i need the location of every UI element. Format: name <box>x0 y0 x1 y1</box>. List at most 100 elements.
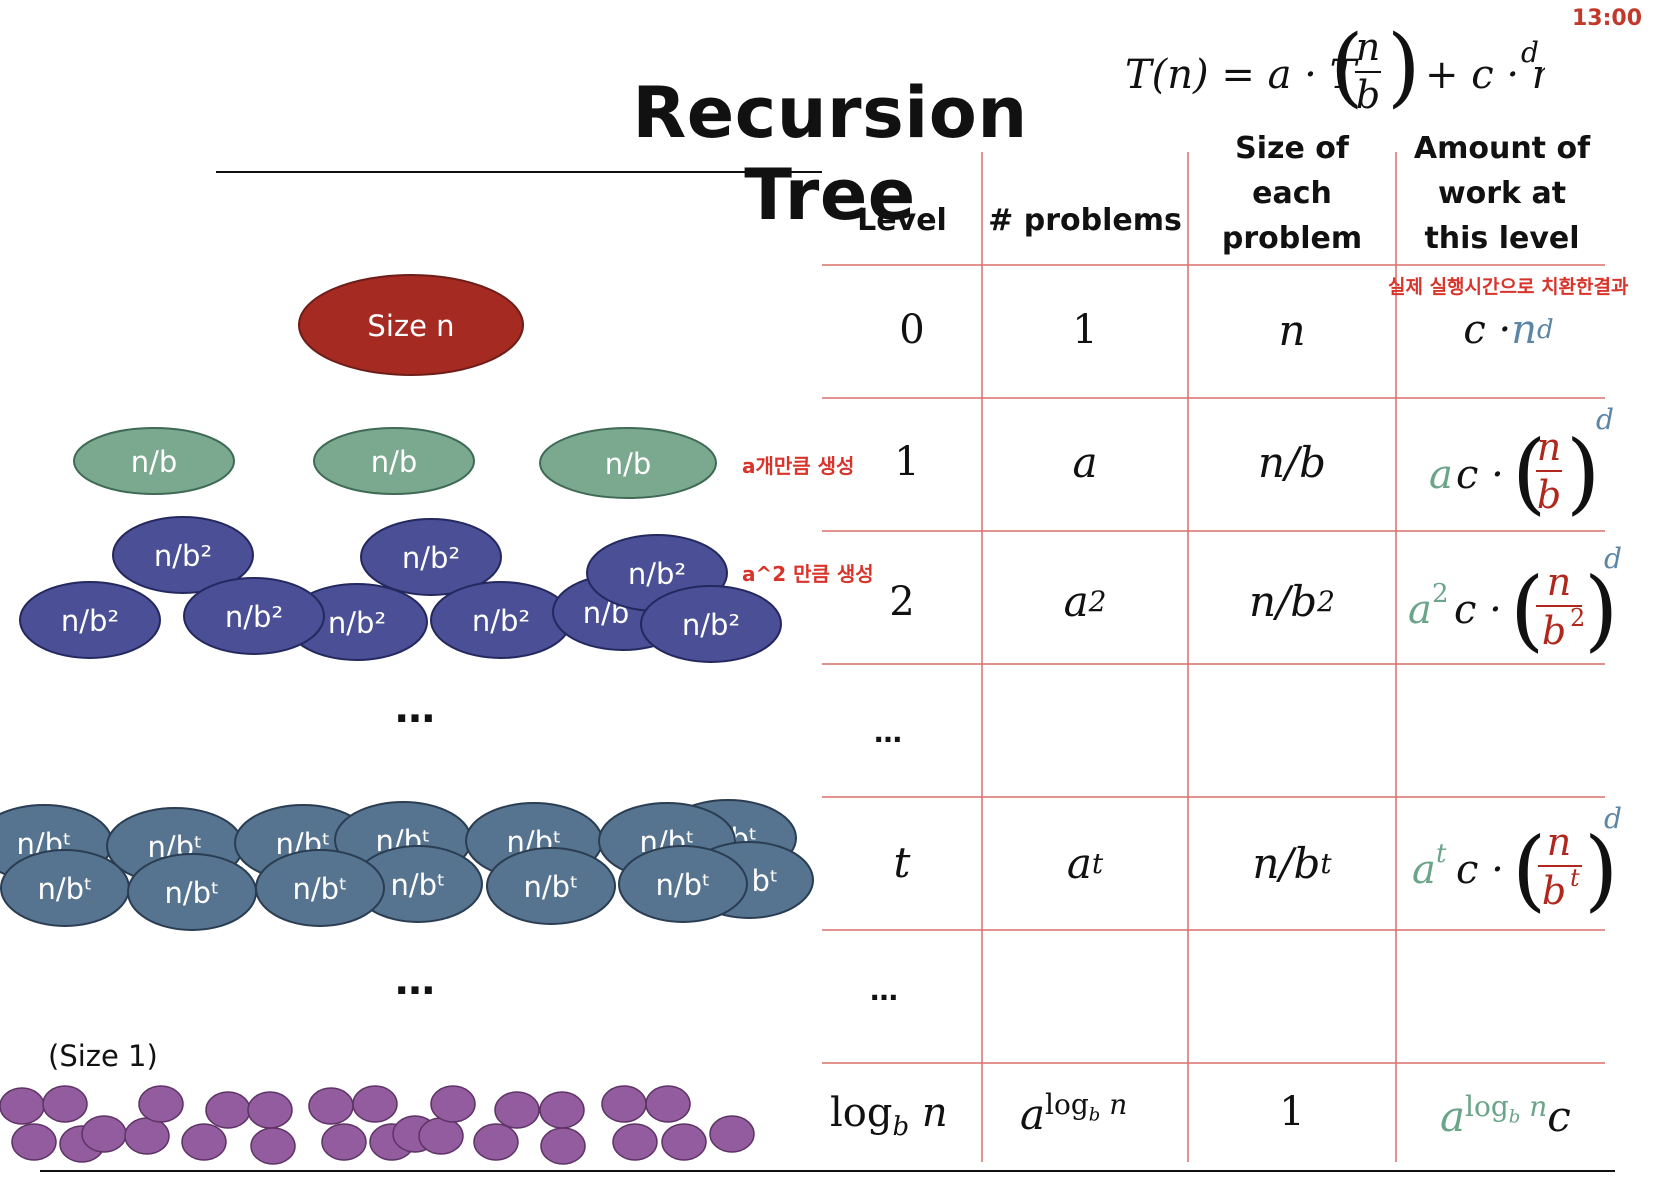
recurrence-lparen: ( <box>1330 17 1364 117</box>
row4-work-rparen: ) <box>1584 818 1618 921</box>
row2-problems-base: a <box>1063 576 1089 626</box>
row6-work-c: c <box>1547 1092 1571 1141</box>
row4-work: a t c · ( n b t ) d <box>1412 802 1621 921</box>
svg-text:n/b²: n/b² <box>225 600 283 634</box>
row4-work-a-exp: t <box>1436 839 1447 869</box>
row4-problems-base: a <box>1066 838 1092 888</box>
row2-work-frac-den: b <box>1542 609 1566 653</box>
row0-work-n: n <box>1511 307 1537 353</box>
header-size-line3: problem <box>1221 221 1363 256</box>
row1-level: 1 <box>894 439 920 485</box>
tree-root-node <box>298 274 524 376</box>
row4-work-a: a <box>1412 847 1436 893</box>
svg-text:n/bᵗ: n/bᵗ <box>37 872 92 906</box>
recurrence-formula: T(n) = a · T ( n b ) + c · n d <box>1125 10 1558 120</box>
row6-level: logb n <box>830 1090 948 1142</box>
row2-work: a 2 c · ( n b 2 ) d <box>1408 542 1621 661</box>
row5-level: … <box>870 974 898 1007</box>
row6-level-n: n <box>909 1090 948 1136</box>
tree-levelt-node: n/bᵗ <box>127 853 257 931</box>
svg-text:n/b: n/b <box>131 445 178 479</box>
recurrence-denominator: b <box>1356 73 1380 117</box>
row2-work-lparen: ( <box>1510 558 1544 661</box>
row2-work-a-exp: 2 <box>1432 579 1449 609</box>
row2-problems-exp: 2 <box>1088 584 1107 618</box>
row6-problems: alogb n <box>1020 1088 1127 1139</box>
row0-size: n <box>1278 305 1306 355</box>
svg-text:n/bᵗ: n/bᵗ <box>655 868 710 902</box>
row1-work-rparen: ) <box>1566 421 1600 524</box>
row1-work-d: d <box>1596 405 1614 436</box>
svg-text:n/b²: n/b² <box>628 557 686 591</box>
tree-size1-label: (Size 1) <box>48 1039 158 1073</box>
tree-levelt-node: n/bᵗ <box>0 849 130 927</box>
row0-work-d: d <box>1536 315 1554 345</box>
row1-work-c: c · <box>1456 452 1504 498</box>
svg-text:n/b²: n/b² <box>402 541 460 575</box>
tree-level2-node: n/b² <box>430 581 572 659</box>
svg-text:n/b²: n/b² <box>472 604 530 638</box>
row1-work: a c · ( n b ) d <box>1429 405 1614 524</box>
row1-work-lparen: ( <box>1512 421 1546 524</box>
row2-work-a: a <box>1408 587 1432 633</box>
timer-display: 13:00 <box>1571 6 1642 31</box>
row4-work-lparen: ( <box>1512 818 1546 921</box>
tree-levelt-node: n/bᵗ <box>618 845 748 923</box>
svg-text:n/b: n/b <box>605 447 652 481</box>
svg-text:n/b: n/b <box>371 445 418 479</box>
row2-work-c: c · <box>1454 587 1502 633</box>
row0-problems: 1 <box>1072 307 1098 353</box>
row4-work-frac-den-exp: t <box>1570 864 1580 892</box>
level1-annotation: a개만큼 생성 <box>742 454 855 478</box>
row2-work-frac-num: n <box>1547 560 1571 604</box>
row1-work-a: a <box>1429 452 1453 498</box>
table-grid-lines <box>822 152 1605 1162</box>
tree-levelt-node: n/bᵗ <box>486 847 616 925</box>
level2-annotation: a^2 만큼 생성 <box>742 562 874 586</box>
row6-problems-exp: logb n <box>1045 1088 1128 1126</box>
row1-problems: a <box>1072 437 1098 487</box>
row4-work-frac-num: n <box>1547 820 1571 864</box>
tree-levelt-node: n/bᵗ <box>255 849 385 927</box>
row2-size-exp: 2 <box>1317 584 1335 618</box>
header-level: Level <box>857 202 947 238</box>
tree-levelt-node: n/bᵗ <box>353 845 483 923</box>
row0-work-c: c · <box>1463 307 1512 353</box>
row6-work-a: a <box>1440 1092 1466 1141</box>
svg-text:bᵗ: bᵗ <box>752 864 779 898</box>
recurrence-lhs: T(n) = a · T <box>1125 52 1360 98</box>
row4-work-d: d <box>1604 802 1621 835</box>
row6-level-log: log <box>830 1090 893 1136</box>
row4-size-base: n/b <box>1252 838 1321 888</box>
recurrence-numerator: n <box>1356 25 1380 69</box>
row6-level-sub: b <box>892 1112 910 1142</box>
recurrence-rparen: ) <box>1387 17 1421 117</box>
tree-leaf-nodes <box>0 1085 755 1165</box>
row6-work: alogb nc <box>1440 1090 1571 1141</box>
recurrence-rhs-exponent: d <box>1521 36 1539 69</box>
row1-work-frac-den: b <box>1537 473 1561 517</box>
tree-level2-node: n/b² <box>360 518 502 596</box>
row4-size-exp: t <box>1320 846 1332 880</box>
svg-text:n/bᵗ: n/bᵗ <box>390 868 445 902</box>
row4-work-frac-den: b <box>1542 869 1566 913</box>
row4-problems-exp: t <box>1091 846 1104 880</box>
tree-root-label: Size n <box>367 309 454 343</box>
header-work-line3: this level <box>1424 221 1580 256</box>
svg-text:n/b²: n/b² <box>154 539 212 573</box>
row1-work-frac-num: n <box>1537 425 1561 469</box>
row1-size: n/b <box>1257 437 1327 487</box>
tree-level2-node: n/b² <box>19 581 161 659</box>
work-column-note: 실제 실행시간으로 치환한결과 <box>1388 276 1629 298</box>
svg-text:n/b²: n/b² <box>682 608 740 642</box>
row0-level: 0 <box>899 307 925 353</box>
row4-work-c: c · <box>1456 847 1504 893</box>
recurrence-formula-svg: T(n) = a · T ( n b ) + c · n d <box>1125 17 1558 117</box>
tree-level2-node: n/b² <box>640 585 782 663</box>
tree-level1-node: n/b <box>73 427 235 495</box>
recursion-tree-diagram: Size n n/b n/b n/b n/b² n/b² n/b² n/b² n… <box>0 274 814 1165</box>
